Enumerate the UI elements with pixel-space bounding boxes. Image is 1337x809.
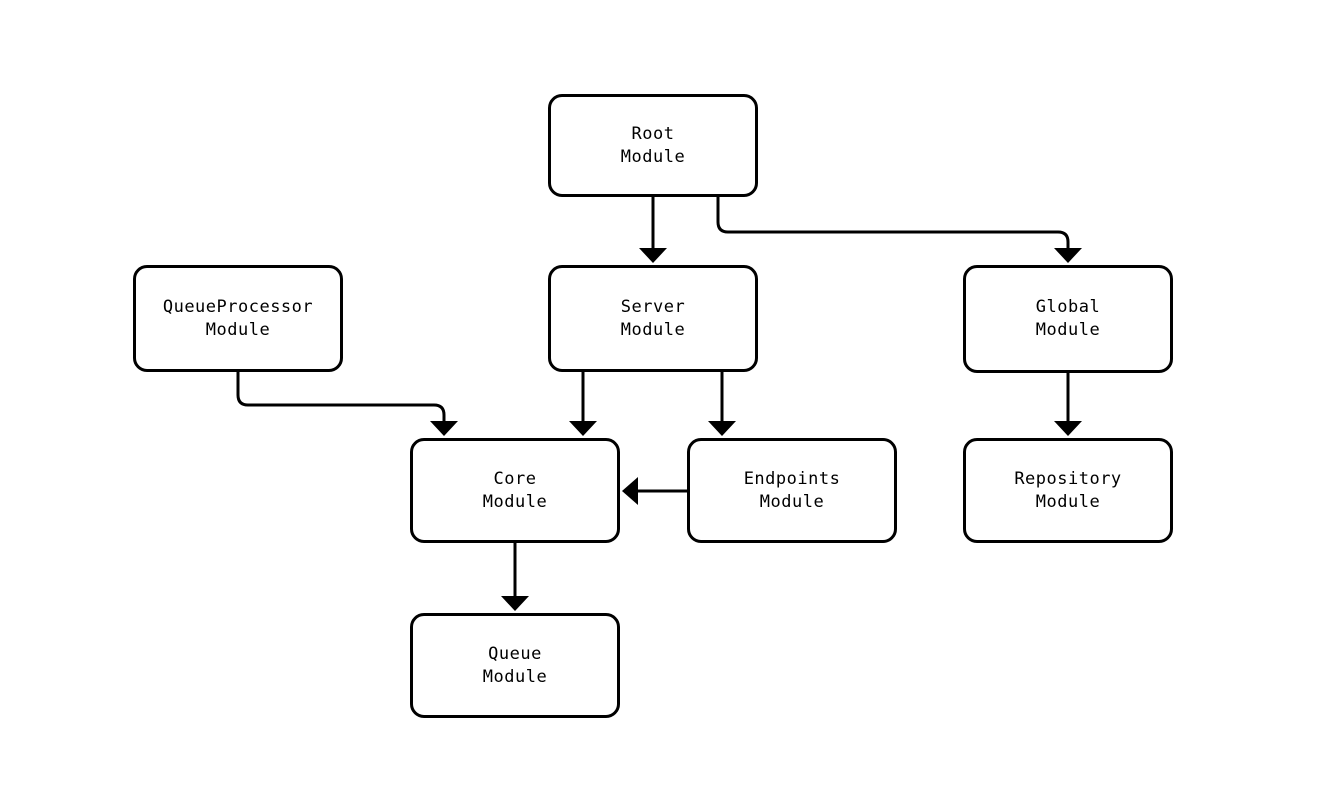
node-queue-module[interactable]: Queue Module xyxy=(410,613,620,718)
node-global-module[interactable]: Global Module xyxy=(963,265,1173,373)
node-root-module-line1: Root xyxy=(631,123,675,144)
node-queueprocessor-module[interactable]: QueueProcessor Module xyxy=(133,265,343,372)
node-global-module-line2: Module xyxy=(1035,320,1101,340)
node-core-module-line1: Core xyxy=(493,468,537,489)
node-endpoints-module-line2: Module xyxy=(759,491,825,512)
node-repository-module[interactable]: Repository Module xyxy=(963,438,1173,543)
node-queueprocessor-module-line2: Module xyxy=(205,319,271,340)
node-queue-module-line1: Queue xyxy=(488,643,542,664)
node-server-module-line2: Module xyxy=(620,319,686,340)
node-endpoints-module[interactable]: Endpoints Module xyxy=(687,438,897,543)
node-core-module[interactable]: Core Module xyxy=(410,438,620,543)
node-endpoints-module-line1: Endpoints xyxy=(743,468,841,489)
node-queue-module-line2: Module xyxy=(482,666,548,687)
node-server-module-line1: Server xyxy=(620,296,686,317)
node-repository-module-line2: Module xyxy=(1035,491,1101,512)
node-queueprocessor-module-line1: QueueProcessor xyxy=(162,296,314,317)
node-repository-module-line1: Repository xyxy=(1014,468,1122,489)
node-server-module[interactable]: Server Module xyxy=(548,265,758,372)
node-global-module-line1: Global xyxy=(1035,297,1101,317)
node-root-module[interactable]: Root Module xyxy=(548,94,758,197)
node-root-module-line2: Module xyxy=(620,146,686,167)
node-core-module-line2: Module xyxy=(482,491,548,512)
